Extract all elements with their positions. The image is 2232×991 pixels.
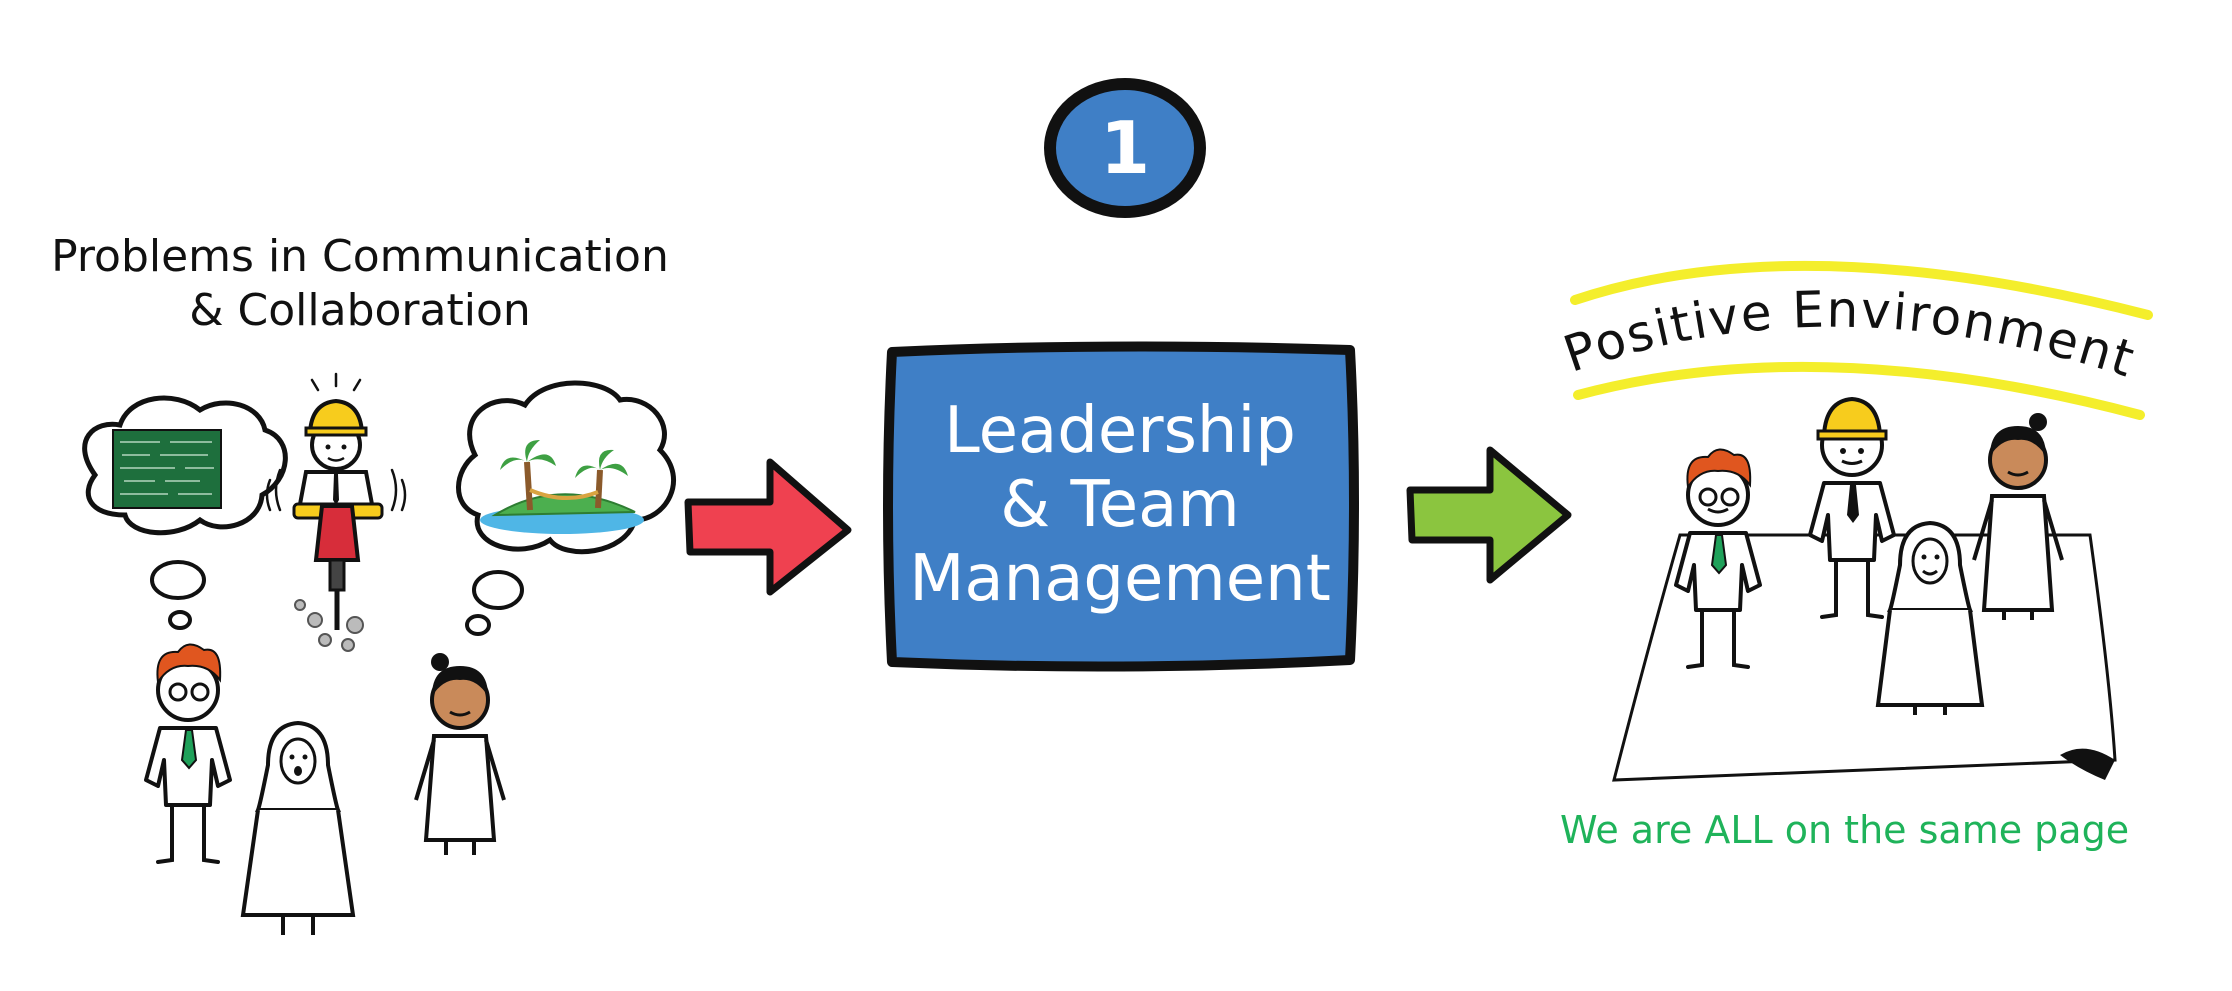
person-icon xyxy=(1808,396,1896,619)
center-box-line1: Leadership xyxy=(944,394,1296,468)
arc-title-text: Positive Environment xyxy=(1560,281,2140,388)
step-number: 1 xyxy=(1099,106,1151,190)
thought-bubble-chalkboard-icon xyxy=(82,395,288,630)
person-icon xyxy=(1972,413,2064,620)
red-arrow-icon xyxy=(684,458,852,596)
thought-bubble-island-icon xyxy=(456,380,676,636)
person-icon xyxy=(144,643,232,864)
green-arrow-icon xyxy=(1406,446,1572,584)
step-circle xyxy=(1044,78,1206,218)
svg-text:Positive Environment: Positive Environment xyxy=(1560,281,2140,388)
person-icon xyxy=(240,720,356,935)
problems-title: Problems in Communication & Collaboratio… xyxy=(40,230,680,338)
center-box-label: Leadership & Team Management xyxy=(890,350,1350,660)
positive-environment-title: Positive Environment xyxy=(1560,281,2140,388)
person-icon xyxy=(414,653,506,855)
problems-title-line1: Problems in Communication xyxy=(51,231,669,282)
arc-lines xyxy=(1570,260,2153,420)
center-box xyxy=(883,341,1359,672)
problems-title-line2: & Collaboration xyxy=(189,285,531,336)
same-page-caption: We are ALL on the same page xyxy=(1560,808,2130,852)
center-box-line2: & Team xyxy=(1000,468,1240,542)
center-box-line3: Management xyxy=(909,542,1331,616)
worker-jackhammer-icon xyxy=(265,372,407,652)
person-icon xyxy=(1875,520,1985,715)
person-icon xyxy=(1674,448,1762,669)
